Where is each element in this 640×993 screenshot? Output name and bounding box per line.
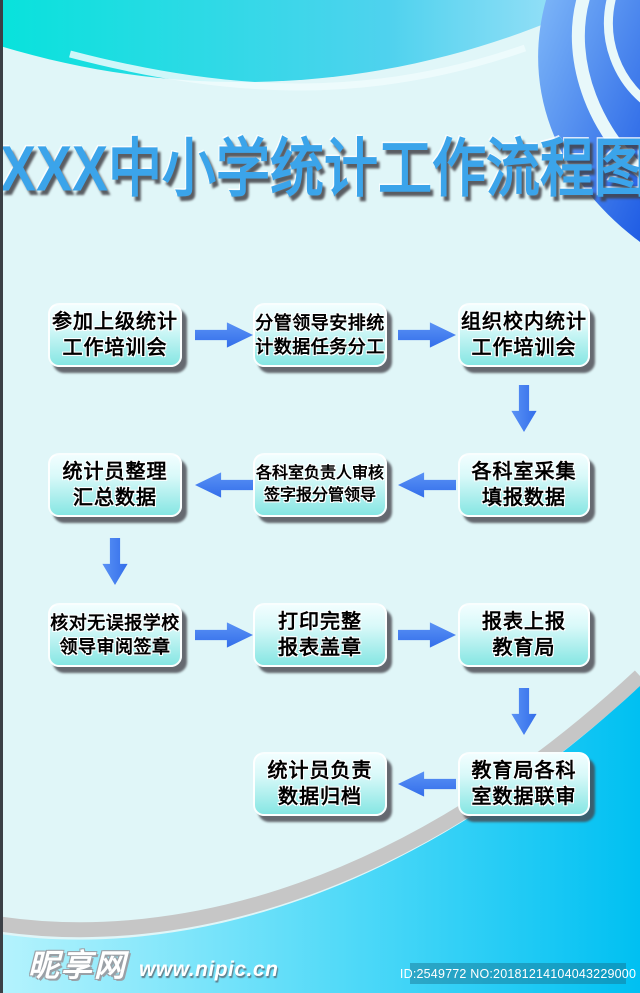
node-line: 统计员整理 [62, 460, 168, 483]
node-line: 计数据任务分工 [255, 336, 385, 357]
node-line: 填报数据 [482, 486, 566, 509]
flow-node-submit-to-education-bureau: 报表上报 教育局 [458, 603, 590, 667]
bottom-cyan-shape [0, 686, 640, 993]
node-line: 汇总数据 [73, 486, 157, 509]
screenshot-left-border [0, 0, 3, 993]
site-name-logo: 昵享网 [28, 948, 127, 983]
site-url-text: www.nipic.cn [139, 958, 279, 981]
swoosh-gap-2 [604, 0, 640, 103]
node-line: 组织校内统计 [461, 310, 587, 333]
flow-node-statistician-compiles-data: 统计员整理 汇总数据 [48, 453, 182, 517]
flow-node-organize-school-training: 组织校内统计 工作培训会 [458, 303, 590, 367]
flow-node-leader-assigns-tasks: 分管领导安排统 计数据任务分工 [253, 303, 387, 367]
flow-node-verify-and-leader-signs: 核对无误报学校 领导审阅签章 [48, 603, 182, 667]
node-line: 签字报分管领导 [263, 486, 376, 504]
flow-node-statistician-archives-data: 统计员负责 数据归档 [253, 752, 387, 816]
flow-node-bureau-joint-review: 教育局各科 室数据联审 [458, 752, 590, 816]
image-id-text: ID:2549772 NO:20181214104043229000 [399, 966, 637, 981]
flow-node-attend-higher-training: 参加上级统计 工作培训会 [48, 303, 182, 367]
node-line: 参加上级统计 [52, 310, 178, 333]
swoosh-gap-1 [571, 0, 640, 180]
top-wave-shape [0, 0, 598, 83]
top-wave-highlight [69, 44, 527, 91]
node-line: 工作培训会 [62, 336, 168, 359]
flow-node-print-and-stamp-report: 打印完整 报表盖章 [253, 603, 387, 667]
node-line: 教育局各科 [471, 759, 577, 782]
node-line: 室数据联审 [471, 785, 577, 808]
node-line: 各科室负责人审核 [255, 465, 384, 483]
node-line: 分管领导安排统 [255, 312, 385, 333]
node-line: 报表盖章 [278, 636, 362, 659]
footer-watermark-bar: 昵享网 www.nipic.cn [0, 947, 640, 993]
node-line: 各科室采集 [471, 460, 577, 483]
node-line: 统计员负责 [267, 759, 373, 782]
node-line: 数据归档 [278, 785, 362, 808]
node-line: 工作培训会 [471, 336, 577, 359]
node-line: 领导审阅签章 [59, 636, 171, 657]
site-watermark: 昵享网 www.nipic.cn [28, 940, 278, 985]
image-id-badge: ID:2549772 NO:20181214104043229000 [400, 963, 636, 984]
node-line: 教育局 [492, 636, 556, 659]
poster-title: XXX中小学统计工作流程图 [0, 133, 640, 205]
node-line: 报表上报 [482, 610, 566, 633]
node-line: 打印完整 [278, 610, 362, 633]
flow-node-departments-collect-data: 各科室采集 填报数据 [458, 453, 590, 517]
flow-node-dept-heads-review-sign: 各科室负责人审核 签字报分管领导 [253, 453, 387, 517]
node-line: 核对无误报学校 [50, 612, 180, 633]
